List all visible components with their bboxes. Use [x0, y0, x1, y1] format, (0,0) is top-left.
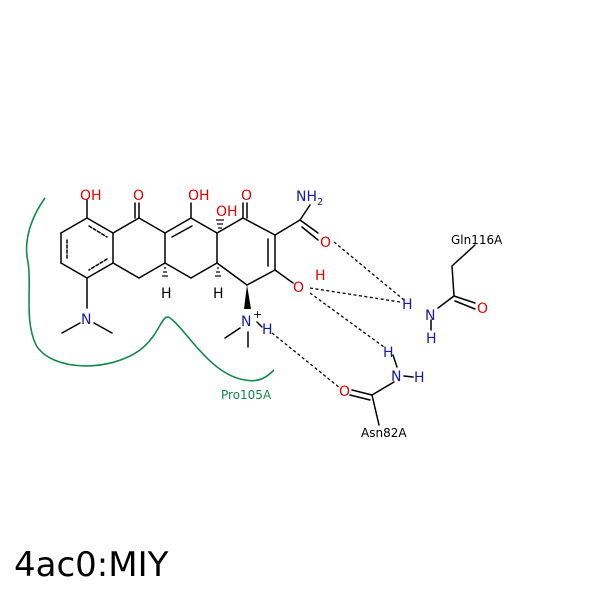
o-label-ring-b: O	[133, 188, 144, 204]
enol-h-label: H	[315, 268, 326, 284]
oh-label-ring-a: OH	[80, 188, 102, 204]
stereo-bonds	[162, 219, 251, 309]
nme3-n-label: N	[241, 314, 251, 330]
page-title: 4ac0:MIY	[14, 545, 169, 585]
pro105a-contact-arc	[25, 197, 275, 382]
asn-h-top-label: H	[383, 345, 394, 361]
gln-n-label: N	[425, 308, 435, 324]
h-label-junction-2: H	[213, 286, 224, 302]
residue-label-pro105a: Pro105A	[221, 388, 272, 402]
nme3-plus-label: +	[253, 308, 262, 321]
asn-o-label: O	[339, 384, 350, 400]
enol-o-label: O	[293, 280, 304, 296]
hydrogen-bonds	[271, 241, 405, 389]
amide-o-label: O	[320, 235, 331, 251]
atom-labels: OH O OH OH O NH2 O O H H H N N + H H N H…	[80, 188, 488, 400]
molecule-bonds	[60, 199, 476, 426]
h-label-junction-1: H	[161, 286, 172, 302]
residue-labels: Gln116A Asn82A Pro105A	[221, 233, 503, 440]
residue-label-asn82a: Asn82A	[361, 426, 407, 440]
nme2-n-label: N	[81, 312, 91, 328]
gln-h2-label: H	[426, 331, 437, 347]
residue-label-gln116a: Gln116A	[451, 233, 503, 247]
gln-h-label: H	[402, 297, 413, 313]
o-label-ring-d: O	[241, 188, 252, 204]
oh-label-junction: OH	[216, 204, 238, 220]
amide-nh2-label: NH2	[296, 189, 323, 208]
oh-label-ring-c: OH	[188, 188, 210, 204]
asn-n-label: N	[391, 369, 401, 385]
nme3-h-label: H	[262, 322, 273, 338]
asn-h-right-label: H	[414, 370, 425, 386]
gln-o-label: O	[477, 301, 488, 317]
